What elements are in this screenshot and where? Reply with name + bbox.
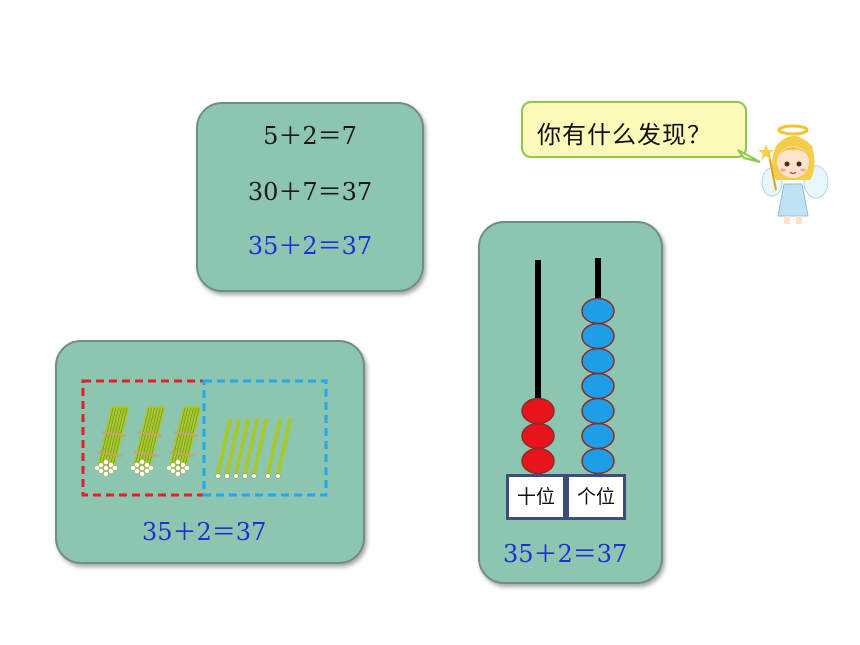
stick-bundle-icon (166, 406, 201, 477)
speech-bubble-text: 你有什么发现？ (537, 121, 712, 149)
angel-character-icon (758, 124, 829, 224)
ones-bead (581, 372, 615, 400)
equation-line-1: 5＋2＝7 (263, 122, 357, 150)
tens-bead (521, 447, 555, 475)
ones-bead (581, 397, 615, 425)
abacus-card (478, 221, 663, 584)
single-stick-icon (265, 418, 282, 479)
single-stick-icon (215, 418, 232, 479)
tens-bead (521, 422, 555, 450)
stick-bundle-icon (130, 406, 165, 477)
stick-bundle-icon (94, 406, 129, 477)
abacus-equation: 35＋2＝37 (503, 540, 628, 568)
ones-place-label: 个位 (566, 474, 626, 520)
tens-place-label: 十位 (506, 474, 566, 520)
ones-bead (581, 322, 615, 350)
ones-bead (581, 422, 615, 450)
ones-bead (581, 347, 615, 375)
equations-card: 5＋2＝7 30＋7＝37 35＋2＝37 (196, 102, 424, 292)
tens-rod (535, 260, 541, 474)
single-stick-icon (242, 418, 259, 479)
single-stick-icon (251, 418, 268, 479)
ones-bead (581, 297, 615, 325)
ones-bead (581, 447, 615, 475)
single-stick-icon (233, 418, 250, 479)
speech-bubble: 你有什么发现？ (521, 101, 747, 158)
sticks-equation: 35＋2＝37 (142, 518, 267, 546)
single-stick-icon (224, 418, 241, 479)
equation-line-2: 30＋7＝37 (247, 178, 373, 206)
tens-bead (521, 397, 555, 425)
equation-line-3: 35＋2＝37 (247, 232, 373, 260)
single-stick-icon (275, 418, 292, 479)
